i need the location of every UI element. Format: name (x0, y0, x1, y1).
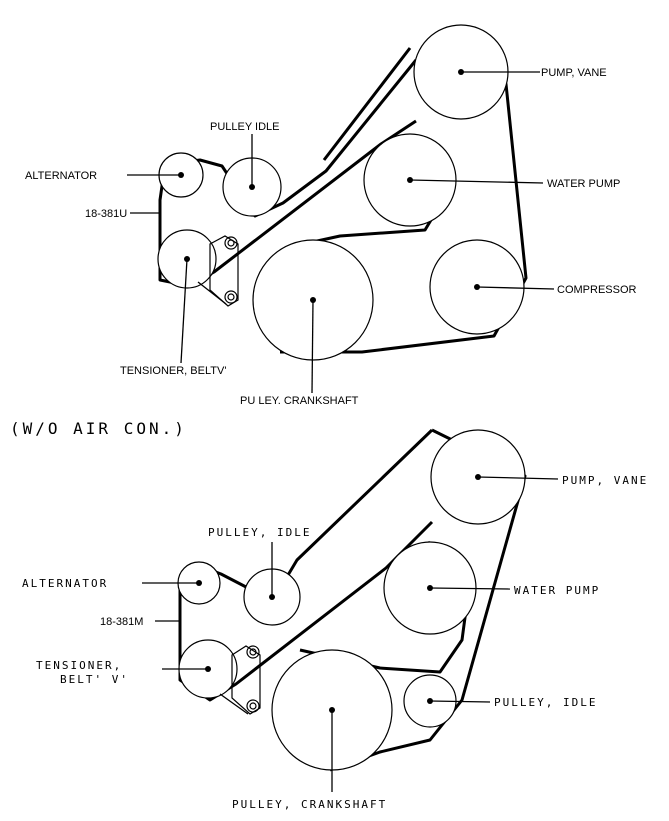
label2-pulley-idle-lower: PULLEY, IDLE (494, 696, 597, 709)
bracket-bolt-top (224, 236, 238, 250)
label-water-pump: WATER PUMP (547, 178, 620, 190)
label-pulley-idle: PULLEY IDLE (210, 121, 280, 133)
label2-tensioner-line1: TENSIONER, (36, 659, 122, 672)
leader-compressor (476, 286, 555, 290)
label2-belt-code: 18-381M (100, 616, 143, 628)
label2-tensioner-line2: BELT' V' (60, 673, 129, 686)
diagram-without-air-con: PUMP, VANE PULLEY, IDLE ALTERNATOR WATER… (22, 428, 648, 811)
label-compressor: COMPRESSOR (557, 284, 637, 296)
tensioner-bracket-2 (231, 645, 261, 715)
leader-water-pump (409, 179, 544, 184)
bracket-bolt-bottom-inner (227, 293, 235, 301)
bracket2-arm (219, 693, 249, 715)
leader2-water-pump (429, 587, 511, 590)
bracket2-bolt-bottom-inner (249, 702, 257, 710)
label2-pump-vane: PUMP, VANE (562, 474, 648, 487)
label-belt-code: 18-381U (85, 208, 127, 220)
bracket-arm (197, 281, 227, 305)
diagram-with-air-con: PUMP, VANE PULLEY IDLE ALTERNATOR WATER … (25, 24, 637, 407)
label-tensioner: TENSIONER, BELTV' (120, 365, 226, 377)
tensioner-bracket (209, 235, 239, 307)
label-alternator: ALTERNATOR (25, 170, 97, 182)
label2-alternator: ALTERNATOR (22, 577, 108, 590)
leader2-pump-vane (477, 476, 559, 480)
label2-pulley-idle-top: PULLEY, IDLE (208, 526, 311, 539)
bracket2-bolt-bottom (246, 699, 260, 713)
leader-tensioner (180, 258, 188, 364)
section-heading: (W/O AIR CON.) (10, 419, 187, 438)
label2-crankshaft: PULLEY, CRANKSHAFT (232, 798, 387, 811)
leader2-pulley-idle-lower (429, 700, 491, 703)
leader-crankshaft (311, 299, 314, 394)
bracket-bolt-top-inner (227, 239, 235, 247)
label-pump-vane: PUMP, VANE (541, 67, 607, 79)
label-crankshaft: PU LEY. CRANKSHAFT (240, 395, 359, 407)
label2-water-pump: WATER PUMP (514, 584, 600, 597)
bracket2-bolt-top-inner (249, 648, 257, 656)
bracket2-bolt-top (246, 645, 260, 659)
bracket-bolt-bottom (224, 290, 238, 304)
